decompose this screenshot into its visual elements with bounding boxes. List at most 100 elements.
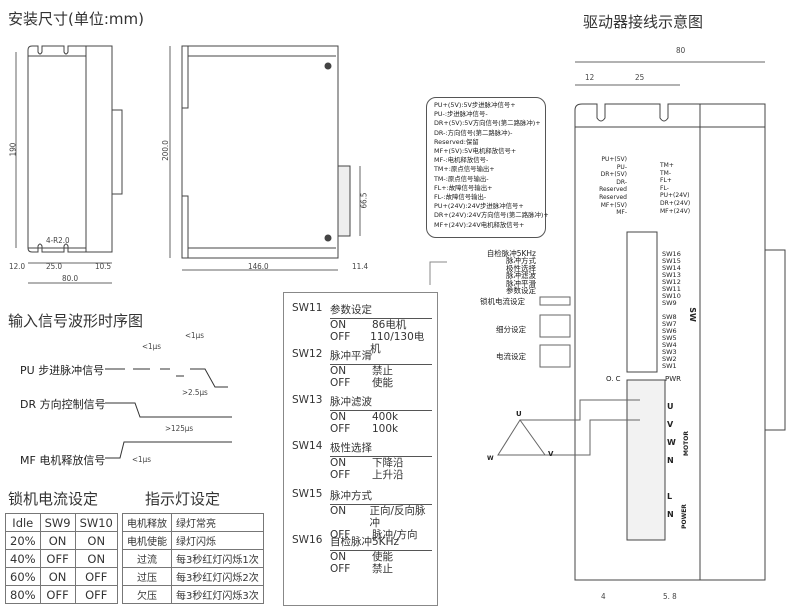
- connector-right-pins: TM+ TM- FL+ FL- PU+(24V) DR+(24V) MF+(24…: [660, 162, 690, 215]
- motor-w-label: W: [487, 455, 494, 462]
- switch-title: 脉冲方式: [330, 488, 432, 505]
- dip-switch-label: SW8: [662, 313, 677, 321]
- timing-signal-pu: PU 步进脉冲信号: [20, 362, 104, 378]
- pin-description: FL-:故障信号输出-: [434, 193, 487, 202]
- off-label: OFF: [330, 563, 351, 575]
- table-cell: OFF: [39, 549, 76, 568]
- front-width-dim: 80.0: [62, 274, 79, 283]
- off-label: OFF: [330, 469, 351, 481]
- switch-title: 脉冲滤波: [330, 394, 432, 411]
- wiring-diagram-title: 驱动器接线示意图: [583, 13, 704, 31]
- on-value: 86电机: [372, 319, 407, 331]
- terminal-label: L: [667, 492, 673, 501]
- table-cell: 过压: [122, 567, 172, 586]
- terminal-label: W: [667, 438, 676, 447]
- dip-switch-labels: SW16 SW15 SW14 SW13 SW12 SW11 SW10 SW9 S…: [662, 251, 681, 370]
- terminal-label: V: [667, 420, 674, 429]
- dip-switch-label: SW7: [662, 320, 677, 328]
- table-header: Idle: [5, 513, 41, 532]
- front-r-dim: 4-R2.0: [46, 236, 70, 245]
- timing-annotation: <1μs: [132, 455, 151, 464]
- table-cell: 每3秒红灯闪烁3次: [171, 585, 264, 604]
- pin-description: PU+(24V):24V步进脉冲信号+: [434, 202, 524, 211]
- pin-label: FL+: [660, 177, 672, 185]
- dip-switch-label: SW2: [662, 355, 677, 363]
- pin-label: TM-: [660, 169, 672, 177]
- led-pwr-label: PWR: [665, 375, 682, 383]
- dip-switch-label: SW6: [662, 327, 677, 335]
- front-right-dim: 10.5: [95, 262, 112, 271]
- timing-annotation: >125μs: [165, 424, 194, 433]
- off-value: 脉冲/方向: [372, 529, 418, 541]
- table-cell: 绿灯常亮: [171, 513, 264, 532]
- timing-annotation: >2.5μs: [182, 388, 208, 397]
- off-value: 禁止: [372, 563, 393, 575]
- dip-switch-label: SW16: [662, 250, 681, 258]
- pin-description: FL+:故障信号输出+: [434, 183, 493, 192]
- power-group-label: POWER: [680, 504, 688, 529]
- dip-switch-label: SW9: [662, 299, 677, 307]
- callout-label: 脉冲平滑: [506, 278, 536, 288]
- pin-label: Reserved: [599, 193, 627, 201]
- signal-name: DR: [20, 398, 37, 411]
- table-row: 60% ON OFF: [5, 567, 118, 586]
- pin-label: MF-: [616, 209, 627, 217]
- on-value: 使能: [372, 551, 393, 563]
- side-height-dim: 200.0: [160, 140, 170, 161]
- led-oc-label: O. C: [606, 375, 621, 383]
- table-row: 过流 每3秒红灯闪烁1次: [122, 549, 264, 568]
- table-cell: ON: [39, 567, 76, 586]
- table-header: SW9: [39, 513, 76, 532]
- wiring-slot-offset-dim: 5. 8: [663, 592, 677, 601]
- timing-annotation: <1μs: [142, 342, 161, 351]
- dip-switch-label: SW10: [662, 292, 681, 300]
- pin-label: FL-: [660, 184, 669, 192]
- table-cell: 电机释放: [122, 513, 172, 532]
- switch-id: SW16: [292, 534, 323, 546]
- table-cell: 每3秒红灯闪烁1次: [171, 549, 264, 568]
- table-cell: OFF: [74, 567, 118, 586]
- timing-signal-mf: MF 电机释放信号: [20, 452, 105, 468]
- front-view-drawing: [15, 45, 123, 284]
- table-cell: 80%: [5, 585, 41, 604]
- off-label: OFF: [330, 331, 351, 343]
- table-row: 过压 每3秒红灯闪烁2次: [122, 567, 264, 586]
- off-label: OFF: [330, 423, 351, 435]
- pin-description: DR+(24V):24V方向信号(第二路脉冲)+: [434, 211, 549, 220]
- table-cell: OFF: [74, 585, 118, 604]
- switch-id: SW15: [292, 488, 323, 500]
- off-value: 100k: [372, 423, 399, 435]
- sw-group-label: SW: [687, 307, 697, 322]
- side-heatsink-dim: 66.5: [359, 192, 369, 209]
- front-left-dim: 12.0: [9, 262, 26, 271]
- pin-description: PU-:步进脉冲信号-: [434, 110, 488, 119]
- indicator-title: 指示灯设定: [145, 490, 221, 508]
- pin-label: DR-: [616, 178, 627, 186]
- switch-id: SW14: [292, 440, 323, 452]
- side-view-drawing: [169, 45, 361, 271]
- front-slot-dim: 25.0: [46, 262, 63, 271]
- lock-current-title: 锁机电流设定: [8, 490, 99, 508]
- on-value: 正向/反向脉冲: [369, 505, 426, 529]
- pin-label: DR+(24V): [660, 199, 691, 207]
- lock-current-table: Idle SW9 SW10 20% ON ON 40% OFF ON 60% O…: [5, 513, 118, 604]
- callout-label: 脉冲方式: [506, 256, 536, 266]
- switch-title: 参数设定: [330, 302, 432, 319]
- pin-description: DR+(5V):5V方向信号(第二路脉冲)+: [434, 119, 541, 128]
- callout-current: 电流设定: [496, 352, 526, 361]
- on-label: ON: [330, 319, 347, 331]
- table-cell: 20%: [5, 531, 41, 550]
- pin-description: TM-:原点信号输出-: [434, 174, 489, 183]
- driver-body-drawing: [574, 61, 786, 581]
- callout-lock-current: 锁机电流设定: [480, 297, 525, 306]
- front-height-dim: 190: [8, 142, 18, 157]
- dip-switch-label: SW15: [662, 257, 681, 265]
- on-label: ON: [330, 365, 347, 377]
- table-cell: 60%: [5, 567, 41, 586]
- pin-label: DR+(5V): [600, 171, 627, 179]
- pin-description: MF+(5V):5V电机释放信号+: [434, 147, 517, 156]
